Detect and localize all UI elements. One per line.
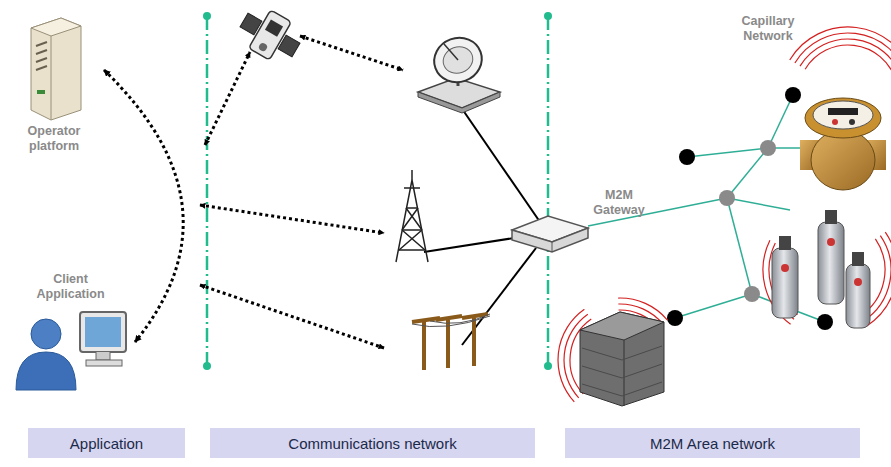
separator-dot xyxy=(203,12,552,370)
node-label: Operator platform xyxy=(14,124,94,154)
node-label: Client Application xyxy=(30,272,112,302)
link-line xyxy=(424,100,540,345)
layer-band: Communications network xyxy=(210,428,535,458)
gas-cylinder xyxy=(772,210,870,328)
gateway-node: M2M Gateway xyxy=(508,186,666,254)
dotted-connector xyxy=(104,70,183,342)
server-icon xyxy=(9,10,99,122)
radio-tower xyxy=(396,170,428,262)
client-icon xyxy=(8,304,133,392)
storage-tank xyxy=(580,312,664,406)
platform-node: Operator platform xyxy=(8,10,100,156)
satellite-icon xyxy=(233,1,307,69)
separator-line xyxy=(207,16,548,366)
layer-name: Application xyxy=(70,435,143,452)
dotted-arrow xyxy=(200,36,403,348)
layer-name: Communications network xyxy=(288,435,456,452)
layer-name: M2M Area network xyxy=(650,435,775,452)
client-node: Client Application xyxy=(8,270,133,392)
satellite-dish xyxy=(418,31,500,113)
network-label: Capillary Network xyxy=(728,14,808,44)
layer-band: M2M Area network xyxy=(565,428,860,458)
layer-band: Application xyxy=(28,428,185,458)
water-meter xyxy=(800,98,886,190)
node-label: M2M Gateway xyxy=(580,188,658,218)
gateway-icon xyxy=(508,212,592,254)
power-poles xyxy=(412,314,490,370)
